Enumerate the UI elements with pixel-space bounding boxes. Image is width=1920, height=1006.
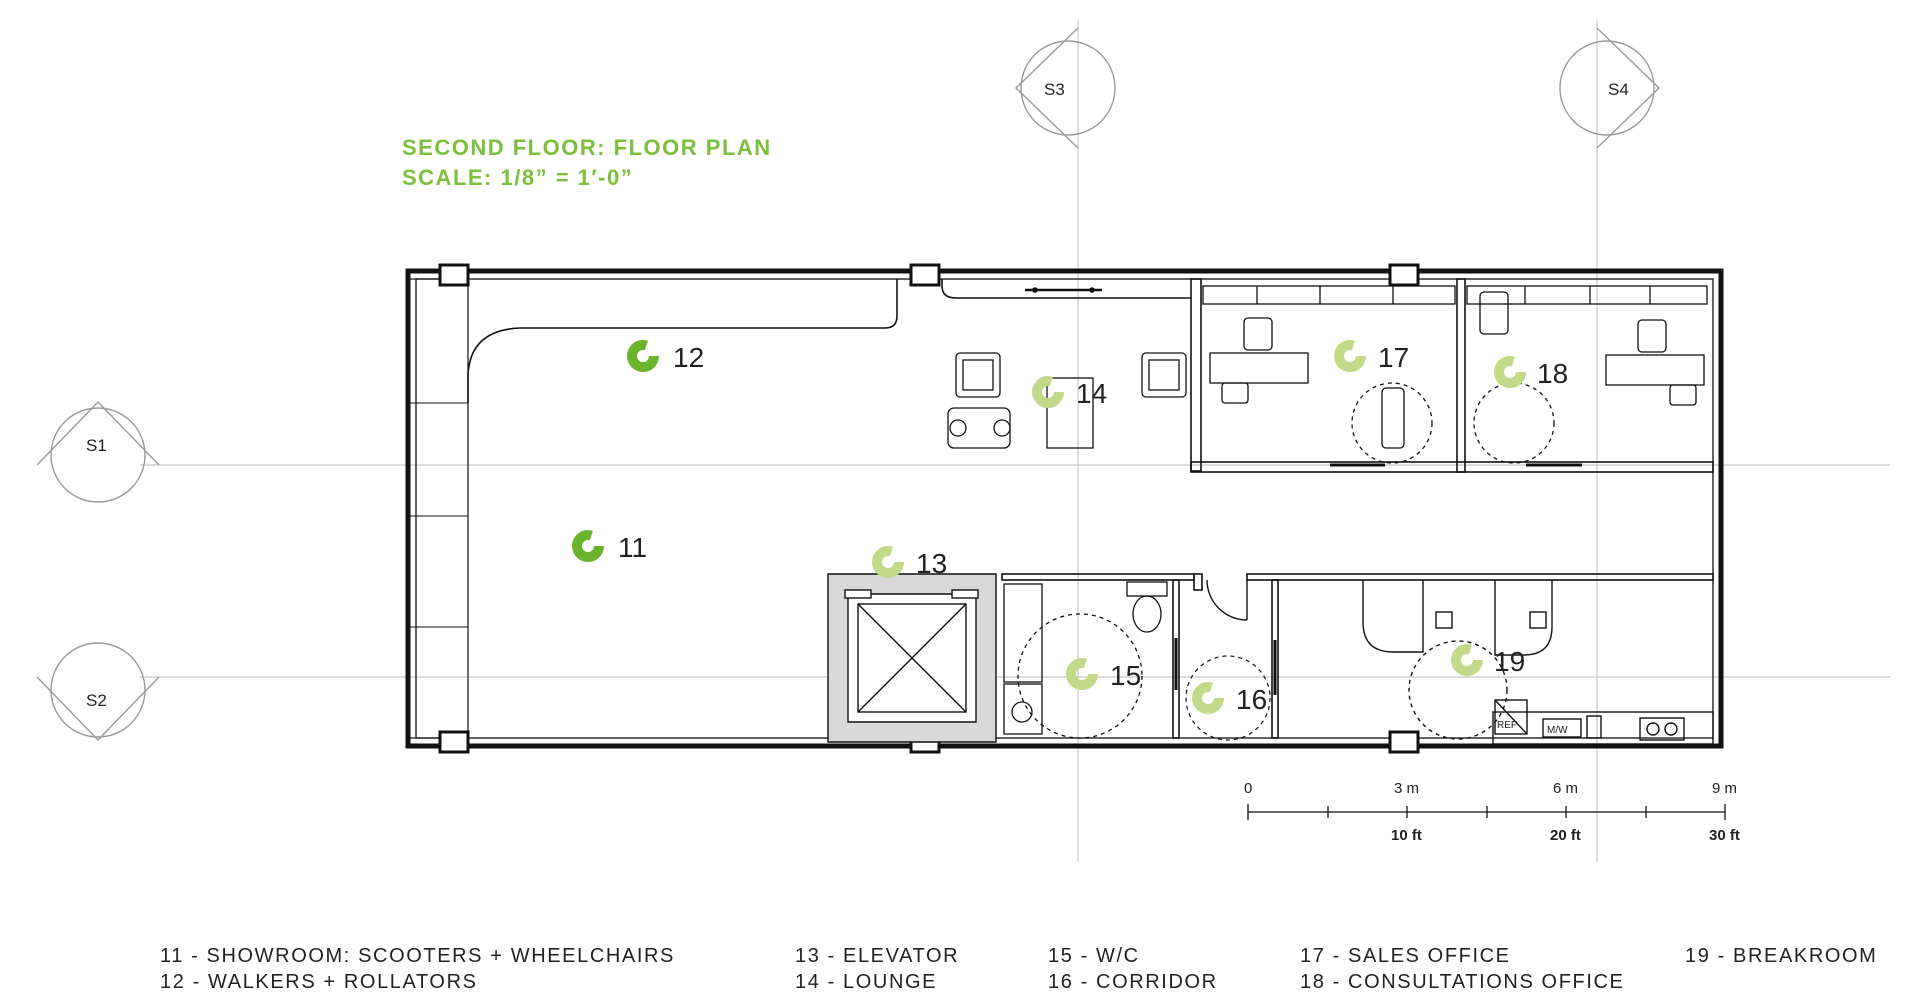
plan-title-line-2: SCALE: 1/8” = 1′-0”	[402, 165, 633, 190]
consult-guest-chair-icon	[1669, 384, 1697, 406]
scale-label-30ft: 30 ft	[1709, 827, 1740, 844]
sales-turning-circle	[1351, 382, 1433, 464]
plan-title-line-1: SECOND FLOOR: FLOOR PLAN	[402, 135, 772, 160]
elevator-shaft	[827, 573, 997, 743]
room-legend: 11 - SHOWROOM: SCOOTERS + WHEELCHAIRS 12…	[160, 945, 1877, 993]
room-tag-17-label: 17	[1378, 342, 1409, 373]
consult-turning-circle	[1473, 382, 1555, 464]
round-table-right	[1494, 580, 1553, 656]
toilet-icon	[1132, 595, 1162, 633]
sales-cabinets	[1202, 285, 1456, 305]
grid-label-s3: S3	[1044, 80, 1065, 99]
interior-walls	[1001, 278, 1714, 739]
kitchen-sink-icon	[1639, 717, 1685, 741]
room-tag-16-label: 16	[1236, 684, 1267, 715]
lounge-wall-curve	[941, 279, 1191, 299]
breakroom-turning-circle	[1408, 640, 1508, 740]
scale-label-9m: 9 m	[1712, 780, 1737, 797]
room-tag-11: 11	[572, 530, 647, 563]
scale-label-3m: 3 m	[1394, 780, 1419, 797]
wheelchair-display-icon	[947, 407, 1011, 449]
fridge-icon	[1494, 699, 1528, 735]
grid-marker-s3	[1014, 27, 1116, 149]
sink-counter	[1003, 683, 1043, 735]
grid-label-s2: S2	[86, 691, 107, 710]
lounge-furniture	[947, 352, 1187, 449]
display-wall-curve	[467, 279, 898, 403]
consult-cabinets	[1466, 285, 1708, 305]
legend-item-11: 11 - SHOWROOM: SCOOTERS + WHEELCHAIRS	[160, 945, 675, 967]
kitchen-counter	[1492, 711, 1714, 745]
grid-label-s4: S4	[1608, 80, 1629, 99]
grid-lines	[140, 20, 1890, 862]
room-tag-16: 16	[1192, 682, 1267, 715]
scale-label-10ft: 10 ft	[1391, 827, 1422, 844]
corridor-turning-circle	[1185, 655, 1271, 741]
legend-item-15: 15 - W/C	[1048, 945, 1140, 967]
room-tag-18: 18	[1494, 356, 1568, 389]
armchair-right-icon	[1141, 352, 1187, 398]
coffee-table	[1046, 377, 1094, 449]
grid-marker-s4	[1559, 27, 1661, 149]
appliance-labels: REF M/W	[1497, 720, 1568, 736]
grid-marker-s1	[36, 400, 160, 503]
toilet-tank	[1126, 581, 1168, 597]
bathtub	[1003, 583, 1043, 683]
plan-title: SECOND FLOOR: FLOOR PLAN SCALE: 1/8” = 1…	[402, 135, 772, 190]
room-tag-14-label: 14	[1076, 378, 1107, 409]
room-tag-13: 13	[872, 546, 947, 579]
room-tag-15: 15	[1066, 658, 1141, 691]
legend-item-12: 12 - WALKERS + ROLLATORS	[160, 971, 478, 993]
room-tag-14: 14	[1032, 376, 1107, 409]
consult-office-furniture	[1466, 285, 1708, 464]
room-tag-19: 19	[1451, 644, 1525, 677]
round-table-left	[1362, 580, 1424, 653]
room-tag-13-label: 13	[916, 548, 947, 579]
sink-icon	[1011, 701, 1033, 723]
sales-desk	[1209, 352, 1309, 384]
sales-office-furniture	[1202, 285, 1456, 464]
grid-marker-labels: S1 S2 S3 S4	[86, 80, 1629, 710]
consult-desk	[1605, 354, 1705, 386]
scale-label-20ft: 20 ft	[1550, 827, 1581, 844]
grid-marker-s2	[36, 642, 160, 742]
microwave-label: M/W	[1547, 725, 1568, 736]
room-tag-17: 17	[1334, 340, 1409, 373]
scale-label-0m: 0	[1244, 780, 1252, 797]
scale-label-6m: 6 m	[1553, 780, 1578, 797]
armchair-left-icon	[955, 352, 1001, 398]
room-tag-15-label: 15	[1110, 660, 1141, 691]
legend-item-17: 17 - SALES OFFICE	[1300, 945, 1511, 967]
sales-chair-icon	[1243, 317, 1273, 351]
wheelchair-icon	[1381, 387, 1405, 449]
scale-bar: 0 3 m 6 m 9 m 10 ft 20 ft 30 ft	[1244, 780, 1740, 844]
consult-desk-chair-icon	[1637, 319, 1667, 353]
wc-fixtures	[1003, 581, 1168, 739]
grid-label-s1: S1	[86, 436, 107, 455]
appliance-icon	[1586, 715, 1602, 739]
room-tags: 11 12 13 14 15 16 17 18	[572, 340, 1568, 715]
microwave-icon	[1542, 718, 1582, 738]
room-tag-12-label: 12	[673, 342, 704, 373]
room-tag-11-label: 11	[618, 532, 647, 563]
legend-item-13: 13 - ELEVATOR	[795, 945, 959, 967]
wc-turning-circle	[1017, 613, 1143, 739]
legend-item-14: 14 - LOUNGE	[795, 971, 937, 993]
consult-chair-icon	[1479, 291, 1509, 335]
chair-right-icon	[1529, 611, 1547, 629]
legend-item-18: 18 - CONSULTATIONS OFFICE	[1300, 971, 1624, 993]
chair-left-icon	[1435, 611, 1453, 629]
breakroom-furniture	[1362, 580, 1714, 745]
grid-markers	[36, 27, 1661, 742]
room-tag-18-label: 18	[1537, 358, 1568, 389]
fridge-label: REF	[1497, 720, 1517, 731]
guest-chair-icon	[1221, 382, 1249, 404]
exterior-walls	[405, 268, 1724, 749]
room-tag-12: 12	[627, 340, 704, 373]
room-tag-19-label: 19	[1494, 646, 1525, 677]
corridor-door	[1206, 579, 1248, 621]
legend-item-19: 19 - BREAKROOM	[1685, 945, 1877, 967]
legend-item-16: 16 - CORRIDOR	[1048, 971, 1218, 993]
